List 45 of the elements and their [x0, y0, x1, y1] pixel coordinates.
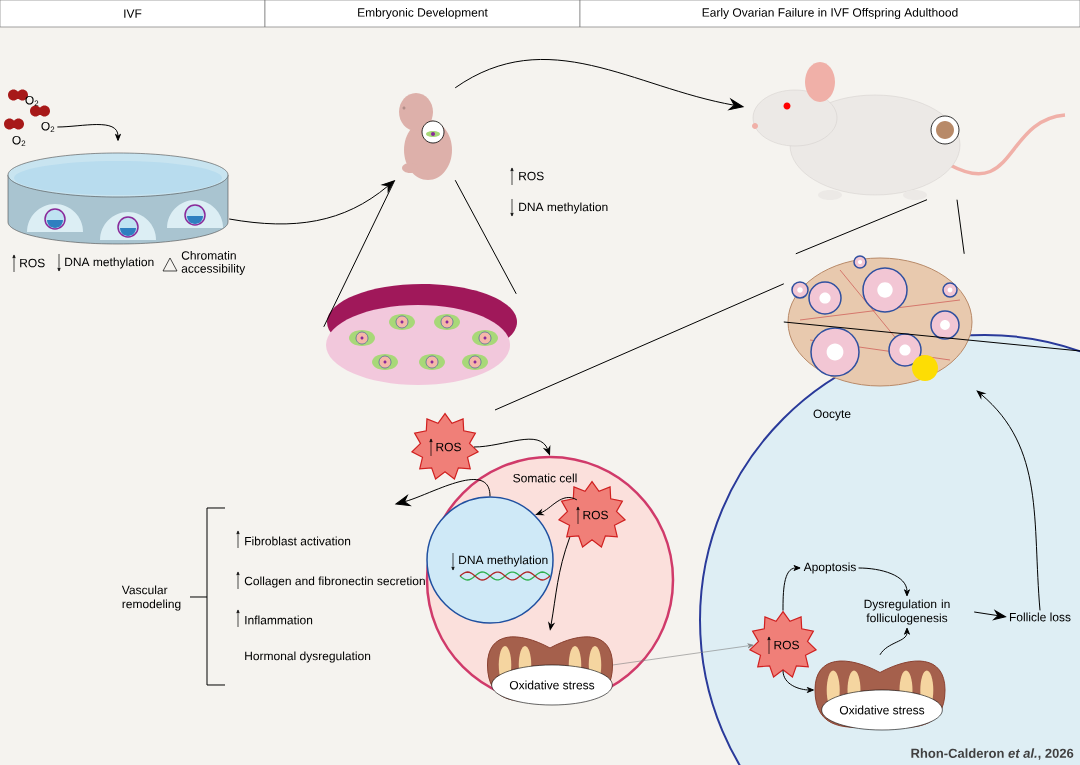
zoom-line [795, 199, 928, 255]
zoom-line [323, 179, 396, 328]
arrow [782, 670, 814, 693]
caption-text: ROS [20, 258, 45, 268]
zoom-line [956, 199, 965, 255]
ovary-inset-drawing [326, 284, 517, 385]
arrow [548, 536, 571, 630]
arrow [879, 627, 910, 656]
flow-label: Follicle loss [1010, 612, 1071, 622]
header-cell: Embryonic Development [264, 0, 581, 28]
oxygen-label: O$_{2}$ [25, 95, 39, 107]
effect-text: DNA methylation [519, 202, 608, 214]
arrow [535, 497, 578, 516]
ros-burst: ROS [410, 412, 480, 481]
flow-label: Apoptosis [803, 562, 856, 574]
list-item: Collagen and fibronectin secretion [244, 576, 425, 588]
arrow [454, 59, 744, 111]
list-item: Fibroblast activation [245, 536, 351, 546]
arrow [56, 124, 121, 141]
caption-text: DNA methylation [65, 257, 154, 269]
oxygen-label: O$_{2}$ [12, 135, 26, 147]
credit-text: Rhon-Calderon et al., 2026 [911, 748, 1074, 760]
header-cell: Early Ovarian Failure in IVF Offspring Adulthood [579, 0, 1080, 28]
group-label: Vascular remodeling [121, 585, 181, 611]
arrow [395, 479, 491, 507]
arrow [976, 390, 1041, 611]
effect-text: ROS [519, 171, 544, 181]
oxygen-label: O$_{2}$ [41, 121, 55, 133]
list-item: Inflammation [245, 615, 313, 625]
header-cell: IVF [0, 0, 266, 28]
flow-label: Dysregulation in folliculogenesis [864, 599, 950, 625]
arrow [782, 565, 801, 612]
arrow [973, 610, 1006, 620]
arrow [612, 643, 754, 666]
list-item: Hormonal dysregulation [245, 651, 371, 663]
arrow [473, 438, 551, 455]
embryo-drawing [399, 93, 452, 180]
arrow [228, 180, 395, 225]
zoom-line [783, 321, 1080, 352]
caption-text: Chromatin accessibility [181, 250, 246, 276]
mouse-drawing [752, 62, 1066, 200]
ovary-drawing [787, 255, 973, 387]
zoom-line [454, 179, 517, 295]
arrow [858, 567, 910, 597]
zoom-line [494, 283, 785, 411]
